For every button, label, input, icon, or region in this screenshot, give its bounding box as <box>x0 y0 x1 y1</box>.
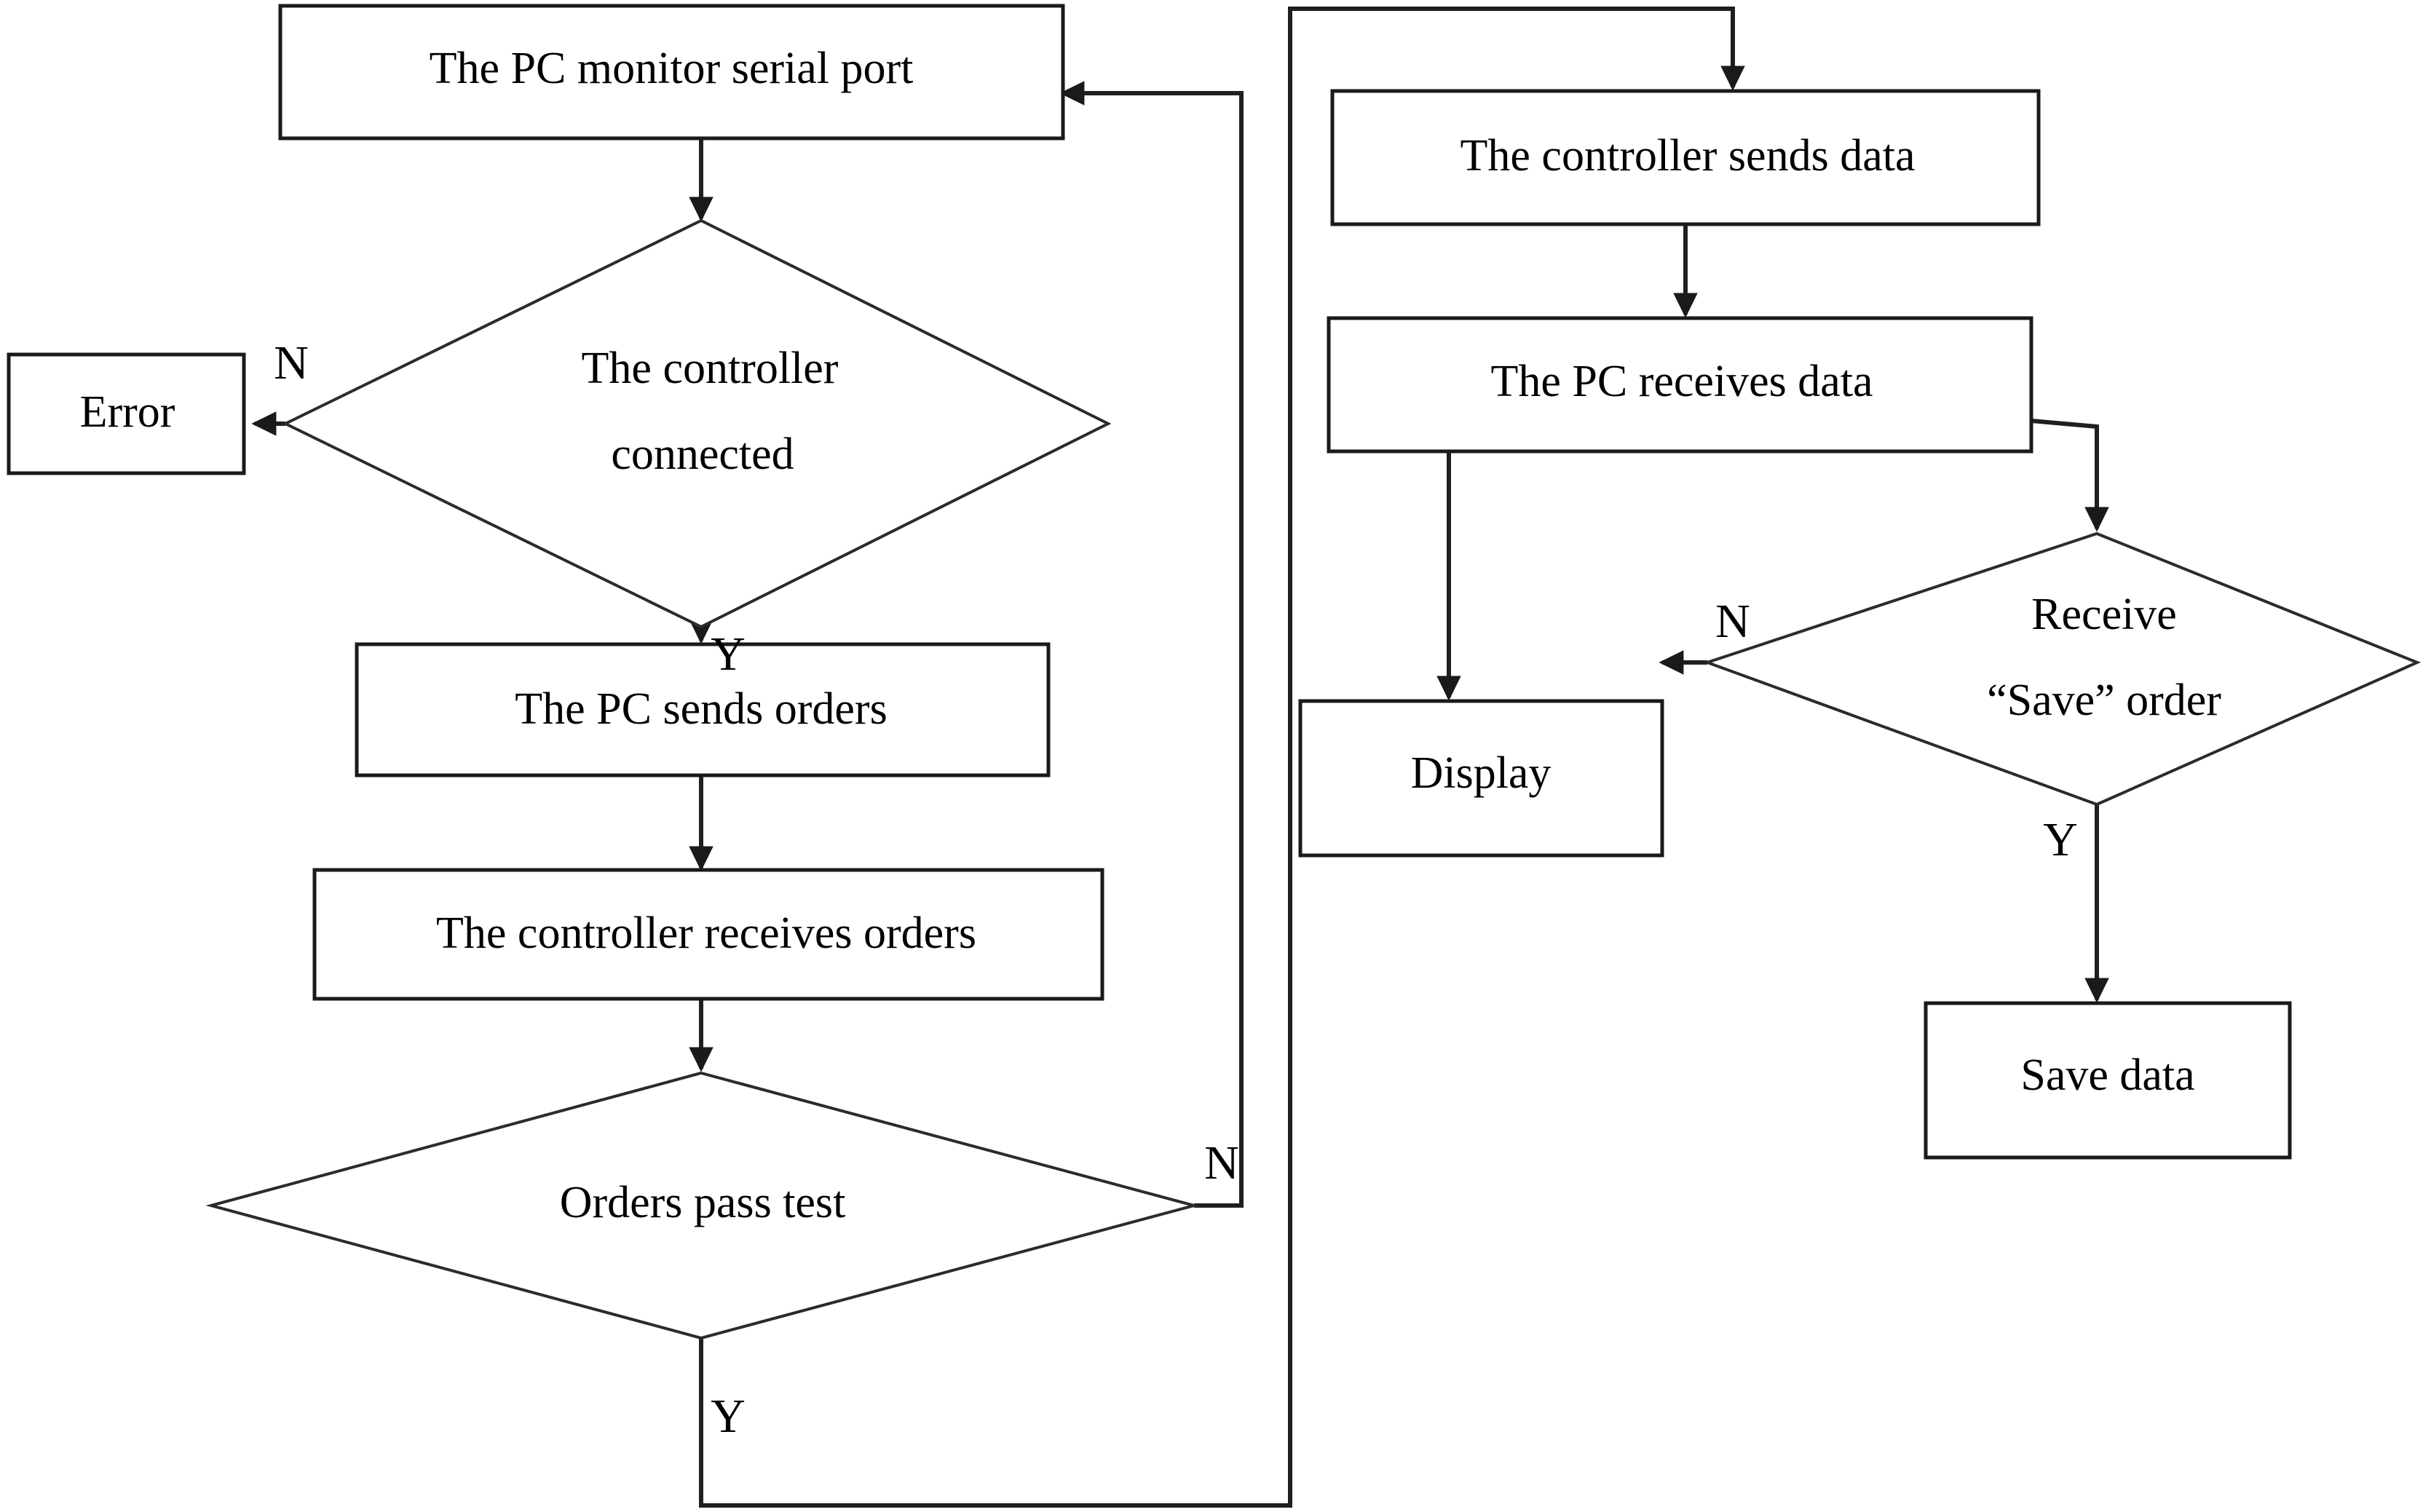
node-pc-sends-orders[interactable]: The PC sends orders <box>355 642 1051 777</box>
node-pc-receives-data-label: The PC receives data <box>1490 357 1873 406</box>
node-controller-receives-orders[interactable]: The controller receives orders <box>312 868 1104 1001</box>
edge-pc-receives-data-to-receive-save-order <box>2031 419 2109 532</box>
node-display-label: Display <box>1411 748 1552 798</box>
node-save-data[interactable]: Save data <box>1924 1001 2292 1160</box>
node-orders-pass-test-label: Orders pass test <box>560 1178 846 1227</box>
node-controller-sends-data-label: The controller sends data <box>1460 131 1916 181</box>
edge-orders-pass-test-y-to-ctrl-sends-data <box>699 7 1745 1508</box>
node-receive-save-order-label-line1: Receive <box>2031 590 2177 639</box>
edge-orders-pass-test-n-to-monitor-port <box>1059 81 1244 1208</box>
branch-label-orders-pass-test-y: Y <box>711 1390 746 1443</box>
node-error[interactable]: Error <box>7 352 246 475</box>
node-pc-receives-data[interactable]: The PC receives data <box>1327 316 2033 454</box>
node-error-label: Error <box>80 387 175 437</box>
node-controller-connected-label-line2: connected <box>611 430 794 479</box>
node-monitor-serial-port[interactable]: The PC monitor serial port <box>278 4 1065 140</box>
node-orders-pass-test[interactable]: Orders pass test <box>205 1071 1200 1340</box>
node-controller-connected-label-line1: The controller <box>582 344 839 393</box>
node-receive-save-order-label-line2: “Save” order <box>1987 676 2221 725</box>
branch-label-controller-conn-y: Y <box>711 628 746 681</box>
node-save-data-label: Save data <box>2020 1050 2194 1100</box>
node-controller-receives-orders-label: The controller receives orders <box>436 909 976 958</box>
branch-label-controller-conn-n: N <box>274 336 309 389</box>
branch-label-receive-save-order-n: N <box>1715 595 1750 648</box>
node-display[interactable]: Display <box>1298 699 1664 858</box>
branch-label-orders-pass-test-n: N <box>1204 1136 1239 1190</box>
node-monitor-serial-port-label: The PC monitor serial port <box>430 44 914 93</box>
node-controller-sends-data[interactable]: The controller sends data <box>1330 89 2041 226</box>
branch-label-receive-save-order-y: Y <box>2043 813 2078 866</box>
node-controller-connected[interactable]: The controller connected <box>282 218 1112 629</box>
node-receive-save-order[interactable]: Receive “Save” order <box>1702 531 2422 807</box>
node-pc-sends-orders-label: The PC sends orders <box>515 684 887 734</box>
